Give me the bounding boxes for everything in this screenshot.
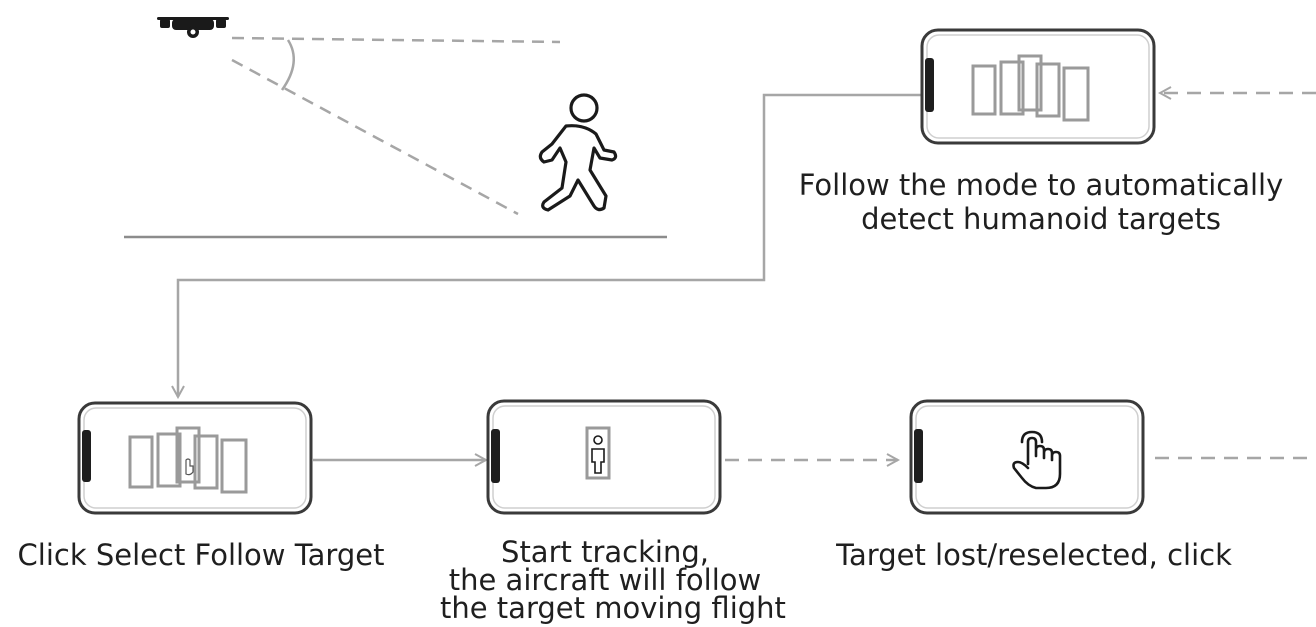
caption-start-tracking-line1: Start tracking,: [501, 535, 709, 569]
caption-target-lost-text: Target lost/reselected, click: [836, 538, 1232, 572]
walking-person-icon: [538, 93, 618, 212]
caption-click-select-text: Click Select Follow Target: [17, 538, 385, 572]
caption-start-tracking: Start tracking, the aircraft will follow…: [440, 535, 786, 625]
person-target-icon: [591, 435, 605, 474]
connector-follow-to-click: [178, 93, 922, 397]
camera-view-angle: [231, 36, 561, 216]
detection-boxes: [971, 54, 1090, 122]
phone-start-tracking: [486, 399, 722, 515]
tap-hand-icon: [1012, 430, 1062, 490]
caption-start-tracking-line3: the target moving flight: [440, 591, 786, 625]
detection-boxes: [128, 426, 248, 494]
caption-target-lost: Target lost/reselected, click: [822, 540, 1246, 570]
phone-click-select: [77, 401, 313, 515]
tap-hand-icon: [185, 458, 194, 476]
phone-target-lost: [909, 399, 1145, 515]
drone-icon: [157, 17, 229, 38]
caption-click-select: Click Select Follow Target: [6, 540, 396, 570]
caption-follow-mode-line2: detect humanoid targets: [861, 202, 1221, 236]
caption-follow-mode-line1: Follow the mode to automatically: [798, 168, 1284, 202]
tracking-box: [585, 426, 611, 480]
caption-start-tracking-line2: the aircraft will follow: [448, 563, 762, 597]
phone-follow-mode: [920, 28, 1156, 145]
caption-follow-mode: Follow the mode to automatically detect …: [784, 170, 1298, 234]
